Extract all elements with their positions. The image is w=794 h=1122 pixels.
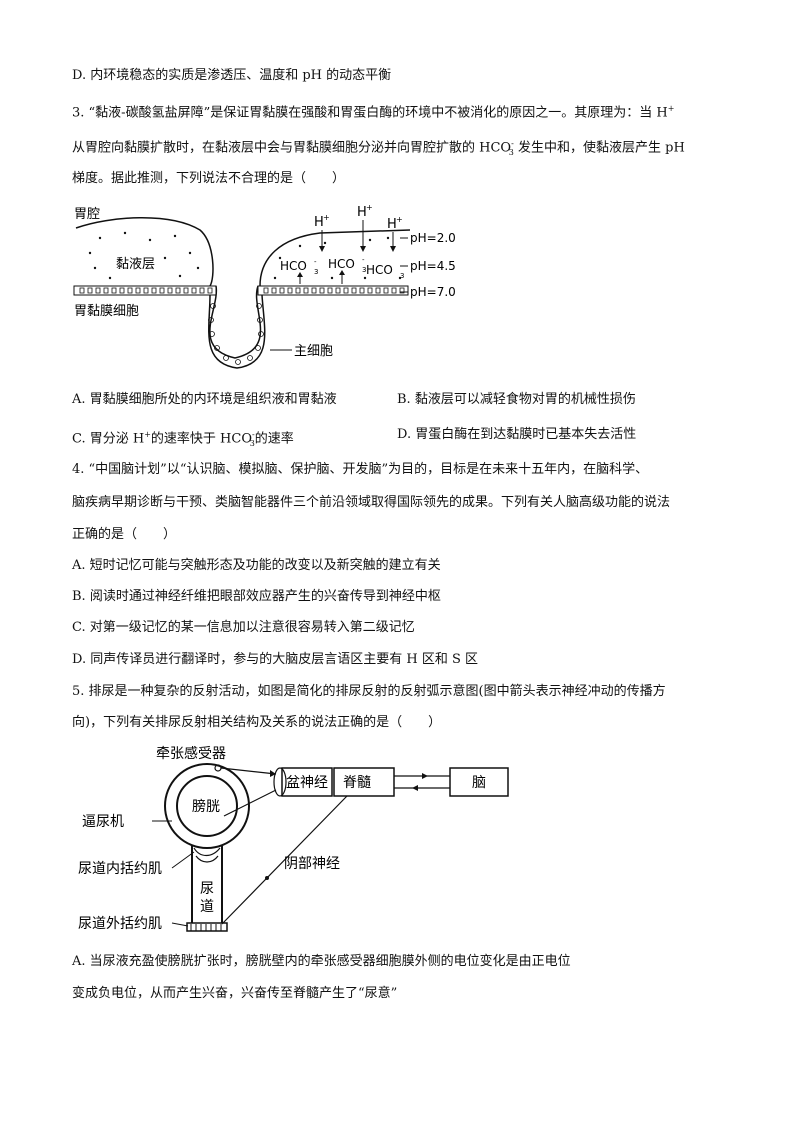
q4-stem-line2: 脑疾病早期诊断与干预、类脑智能器件三个前沿领域取得国际领先的成果。下列有关人脑高… xyxy=(72,495,671,510)
q4-stem-line1: 4. “中国脑计划”以“认识脑、模拟脑、保护脑、开发脑”为目的，目标是在未来十五… xyxy=(72,462,649,477)
stomach-cavity-label: 胃腔 xyxy=(74,207,100,222)
brain-label: 脑 xyxy=(472,775,486,791)
svg-text:3: 3 xyxy=(362,266,366,274)
q3-option-b: B. 黏液层可以减轻食物对胃的机械性损伤 xyxy=(397,392,636,407)
svg-text:3: 3 xyxy=(314,268,318,276)
q4-option-d: D. 同声传译员进行翻译时，参与的大脑皮层言语区主要有 H 区和 S 区 xyxy=(72,652,478,667)
q3-option-c: C. 胃分泌 H+的速率快于 HCO-3的速率 xyxy=(72,430,294,448)
q5-stem-line2: 向)，下列有关排尿反射相关结构及关系的说法正确的是（ ） xyxy=(72,715,442,730)
gastric-mucosa-figure: H + H + H + HCO 3- HCO 3- HCO 3- pH=2.0 … xyxy=(73,203,456,369)
ph-label-middle: pH=4.5 xyxy=(410,259,456,273)
micturition-reflex-figure: 牵张感受器 膀胱 逼尿机 尿道内括约肌 尿道外括约肌 尿 道 盆神经 脊髓 脑 … xyxy=(78,745,509,932)
chief-cell-label: 主细胞 xyxy=(294,344,333,359)
h-ion-label-2: H xyxy=(357,205,367,220)
q3-stem-line2: 从胃腔向黏膜扩散时，在黏液层中会与胃黏膜细胞分泌并向胃腔扩散的 HCO-3 发生… xyxy=(72,139,685,157)
q3-stem-line1-text: 3. “黏液-碳酸氢盐屏障”是保证胃黏膜在强酸和胃蛋白酶的环境中不被消化的原因之… xyxy=(72,105,668,121)
q3-option-a: A. 胃黏膜细胞所处的内环境是组织液和胃黏液 xyxy=(72,392,337,407)
q3-stem-line3: 梯度。据此推测，下列说法不合理的是（ ） xyxy=(72,171,346,186)
hco3-label-2: HCO xyxy=(328,257,355,271)
svg-text:+: + xyxy=(396,215,403,224)
q3-stem-line2-text-a: 从胃腔向黏膜扩散时，在黏液层中会与胃黏膜细胞分泌并向胃腔扩散的 HCO xyxy=(72,140,512,156)
q4-option-a: A. 短时记忆可能与突触形态及功能的改变以及新突触的建立有关 xyxy=(72,558,441,573)
mucus-layer-label: 黏液层 xyxy=(116,256,155,272)
urethra-label-1: 尿 xyxy=(200,881,214,897)
bladder-label: 膀胱 xyxy=(192,798,220,815)
h-ion-label-3: H xyxy=(387,217,397,232)
q5-option-a-line2: 变成负电位，从而产生兴奋，兴奋传至脊髓产生了“尿意” xyxy=(72,986,398,1001)
q2-option-d: D. 内环境稳态的实质是渗透压、温度和 pH 的动态平衡 xyxy=(72,68,392,83)
q3-option-c-text-a: C. 胃分泌 H xyxy=(72,431,145,447)
detrusor-label: 逼尿机 xyxy=(82,814,124,830)
q3-stem-line2-text-b: 发生中和，使黏液层产生 pH xyxy=(513,140,685,156)
svg-text:+: + xyxy=(323,213,330,222)
spinal-cord-label: 脊髓 xyxy=(343,775,371,791)
q5-option-a-line1: A. 当尿液充盈使膀胱扩张时，膀胱壁内的牵张感受器细胞膜外侧的电位变化是由正电位 xyxy=(72,954,571,969)
hco3-label-1: HCO xyxy=(280,259,307,273)
q3-stem-line1: 3. “黏液-碳酸氢盐屏障”是保证胃黏膜在强酸和胃蛋白酶的环境中不被消化的原因之… xyxy=(72,104,675,121)
svg-text:3: 3 xyxy=(400,272,404,280)
q4-stem-line3: 正确的是（ ） xyxy=(72,527,177,542)
ph-label-bottom: pH=7.0 xyxy=(410,285,456,299)
h-ion-label-1: H xyxy=(314,215,324,230)
pelvic-nerve-label: 盆神经 xyxy=(286,775,328,791)
internal-sphincter-label: 尿道内括约肌 xyxy=(78,861,162,877)
hco3-label-3: HCO xyxy=(366,263,393,277)
q4-option-c: C. 对第一级记忆的某一信息加以注意很容易转入第二级记忆 xyxy=(72,620,415,635)
ph-label-top: pH=2.0 xyxy=(410,231,456,245)
urethra-label-2: 道 xyxy=(200,899,214,915)
stretch-receptor-label: 牵张感受器 xyxy=(156,745,226,762)
svg-text:+: + xyxy=(366,203,373,212)
q3-option-c-text-b: 的速率快于 HCO xyxy=(150,431,252,447)
svg-text:-: - xyxy=(362,256,365,264)
q3-option-d: D. 胃蛋白酶在到达黏膜时已基本失去活性 xyxy=(397,427,637,442)
q3-option-c-text-c: 的速率 xyxy=(254,431,294,447)
q5-stem-line1: 5. 排尿是一种复杂的反射活动，如图是简化的排尿反射的反射弧示意图(图中箭头表示… xyxy=(72,684,666,699)
svg-text:-: - xyxy=(314,258,317,266)
q4-option-b: B. 阅读时通过神经纤维把眼部效应器产生的兴奋传导到神经中枢 xyxy=(72,589,441,604)
pudendal-nerve-label: 阴部神经 xyxy=(284,856,340,872)
external-sphincter-label: 尿道外括约肌 xyxy=(78,916,162,932)
mucosa-cells-label: 胃黏膜细胞 xyxy=(74,303,139,319)
